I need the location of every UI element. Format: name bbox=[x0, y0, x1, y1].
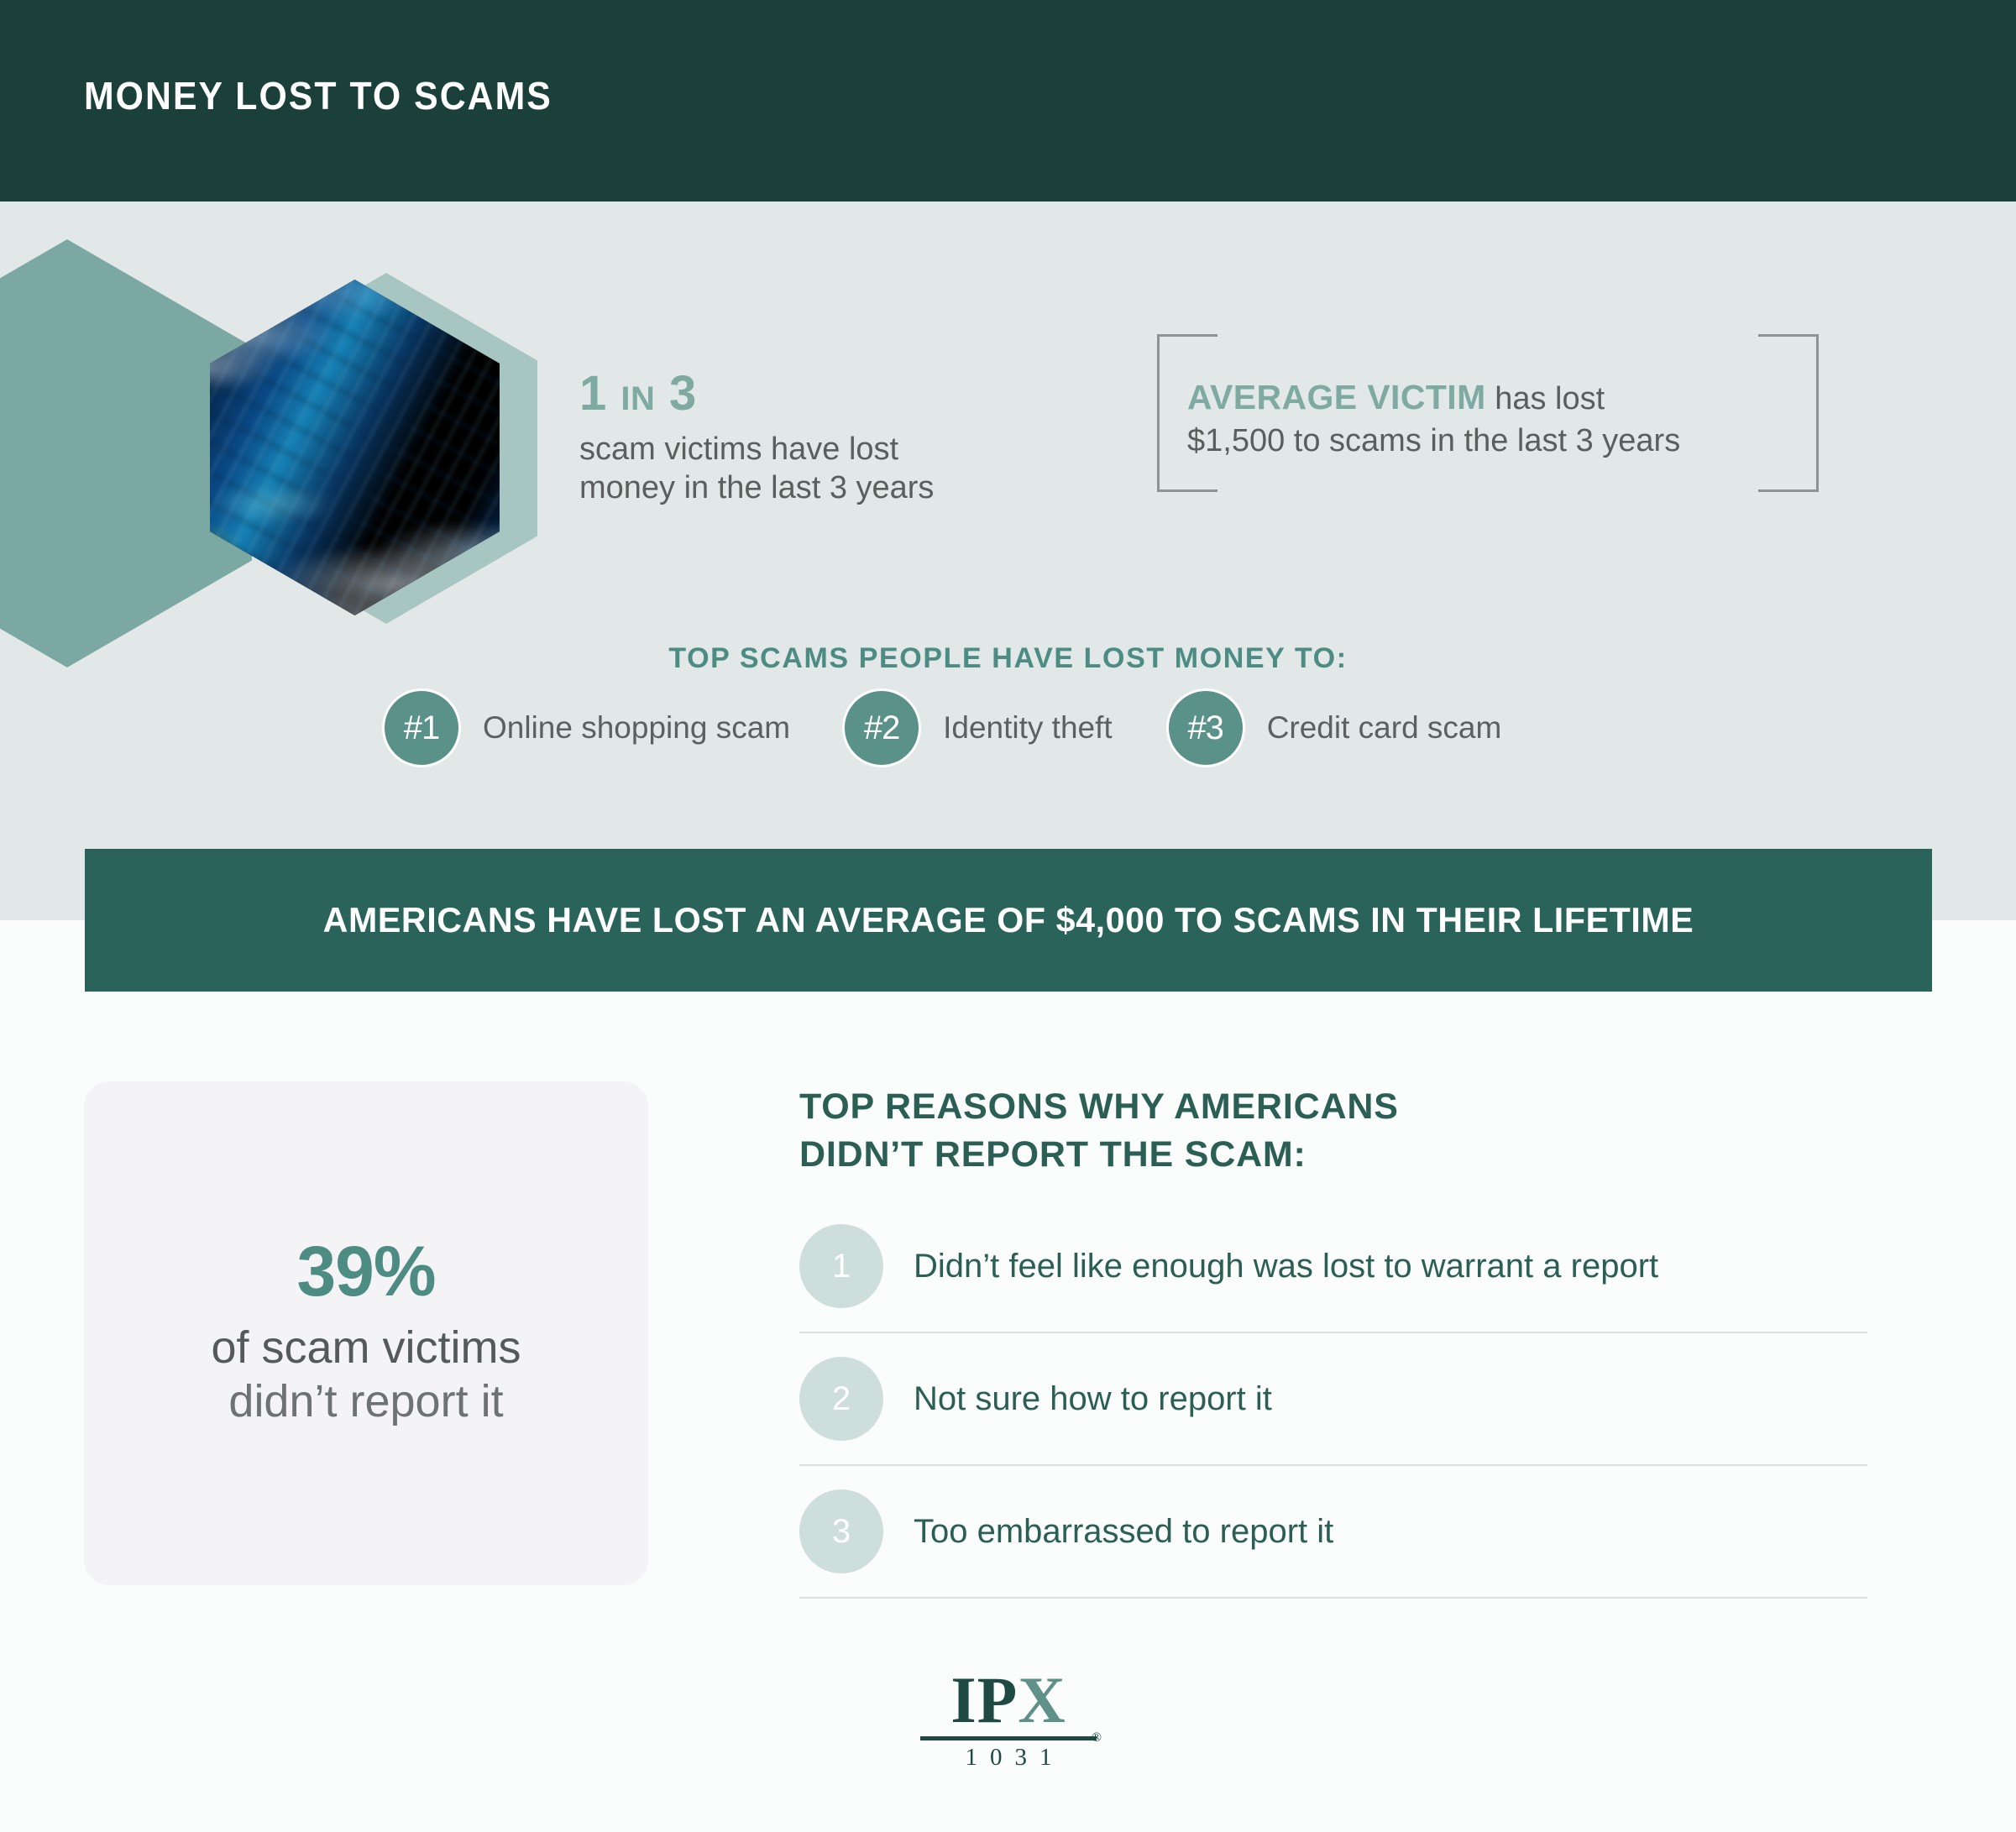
ipx-logo-1031: 1031 bbox=[965, 1744, 1065, 1772]
header-band: MONEY LOST TO SCAMS bbox=[0, 0, 2016, 202]
top-reasons-heading-line1: TOP REASONS WHY AMERICANS bbox=[799, 1086, 1399, 1127]
stat-one-headline: 1 IN 3 bbox=[579, 369, 934, 418]
top-scam-item-1: #1 Online shopping scam bbox=[382, 688, 790, 767]
lifetime-loss-banner: AMERICANS HAVE LOST AN AVERAGE OF $4,000… bbox=[85, 849, 1932, 992]
top-scams-list: #1 Online shopping scam #2 Identity thef… bbox=[382, 688, 1501, 767]
top-scam-item-3: #3 Credit card scam bbox=[1165, 688, 1502, 767]
percent-not-reported-card: 39% of scam victims didn’t report it bbox=[84, 1081, 648, 1585]
reason-row-1: 1 Didn’t feel like enough was lost to wa… bbox=[799, 1201, 1867, 1333]
percent-line1: of scam victims bbox=[211, 1322, 521, 1374]
bracket-corner-top-left bbox=[1157, 334, 1217, 337]
top-scam-label-2: Identity theft bbox=[943, 710, 1113, 745]
reason-number-badge-1: 1 bbox=[799, 1224, 883, 1308]
top-reasons-list: 1 Didn’t feel like enough was lost to wa… bbox=[799, 1201, 1867, 1599]
ipx-1031-logo: IPX 1031 ® bbox=[920, 1667, 1102, 1772]
average-victim-text: AVERAGE VICTIM has lost $1,500 to scams … bbox=[1187, 374, 1809, 462]
ipx-logo-rule bbox=[920, 1736, 1097, 1741]
top-scam-label-1: Online shopping scam bbox=[483, 710, 791, 745]
ipx-logo-wordmark: IPX bbox=[920, 1667, 1097, 1733]
top-scam-rank-badge-2: #2 bbox=[842, 688, 922, 767]
stat-one-in-three: 1 IN 3 scam victims have lost money in t… bbox=[579, 369, 934, 508]
percent-line2: didn’t report it bbox=[228, 1376, 504, 1427]
average-victim-highlight: AVERAGE VICTIM bbox=[1187, 378, 1486, 416]
top-scams-heading: TOP SCAMS PEOPLE HAVE LOST MONEY TO: bbox=[668, 642, 1348, 674]
ipx-logo-ip: IP bbox=[950, 1663, 1018, 1736]
top-scam-rank-badge-3: #3 bbox=[1165, 688, 1245, 767]
average-victim-line1: AVERAGE VICTIM has lost bbox=[1187, 374, 1809, 420]
bracket-corner-bottom-right bbox=[1758, 489, 1819, 492]
reason-row-3: 3 Too embarrassed to report it bbox=[799, 1466, 1867, 1599]
reason-text-1: Didn’t feel like enough was lost to warr… bbox=[914, 1247, 1659, 1285]
bracket-corner-top-right bbox=[1758, 334, 1819, 337]
reason-number-badge-3: 3 bbox=[799, 1489, 883, 1573]
stat-one-line1: scam victims have lost bbox=[579, 432, 899, 467]
stat-one-description: scam victims have lost money in the last… bbox=[579, 430, 934, 508]
top-reasons-heading: TOP REASONS WHY AMERICANS DIDN’T REPORT … bbox=[799, 1083, 1399, 1179]
percent-value: 39% bbox=[296, 1232, 436, 1311]
top-reasons-heading-line2: DIDN’T REPORT THE SCAM: bbox=[799, 1134, 1306, 1175]
ipx-logo-x: X bbox=[1018, 1663, 1066, 1736]
ipx-logo-subtext: 1031 ® bbox=[920, 1730, 1102, 1772]
top-scam-item-2: #2 Identity theft bbox=[842, 688, 1113, 767]
average-victim-bracket-box: AVERAGE VICTIM has lost $1,500 to scams … bbox=[1157, 334, 1819, 492]
page-title: MONEY LOST TO SCAMS bbox=[84, 74, 552, 118]
average-victim-rest: has lost bbox=[1485, 381, 1605, 416]
stat-one-number-prefix: 1 bbox=[579, 366, 607, 421]
bracket-left-line bbox=[1157, 334, 1160, 492]
top-scam-label-3: Credit card scam bbox=[1266, 710, 1502, 745]
lifetime-loss-banner-text: AMERICANS HAVE LOST AN AVERAGE OF $4,000… bbox=[322, 900, 1694, 940]
registered-trademark-icon: ® bbox=[1091, 1730, 1102, 1746]
stat-one-number-suffix: 3 bbox=[669, 366, 697, 421]
reason-text-3: Too embarrassed to report it bbox=[914, 1512, 1334, 1550]
bracket-right-line bbox=[1816, 334, 1819, 492]
stat-one-line2: money in the last 3 years bbox=[579, 470, 935, 506]
stat-one-in-word: IN bbox=[621, 380, 656, 417]
bracket-corner-bottom-left bbox=[1157, 489, 1217, 492]
average-victim-line2: $1,500 to scams in the last 3 years bbox=[1187, 423, 1681, 459]
reason-number-badge-2: 2 bbox=[799, 1357, 883, 1441]
reason-row-2: 2 Not sure how to report it bbox=[799, 1333, 1867, 1466]
reason-text-2: Not sure how to report it bbox=[914, 1379, 1272, 1417]
top-scam-rank-badge-1: #1 bbox=[382, 688, 461, 767]
